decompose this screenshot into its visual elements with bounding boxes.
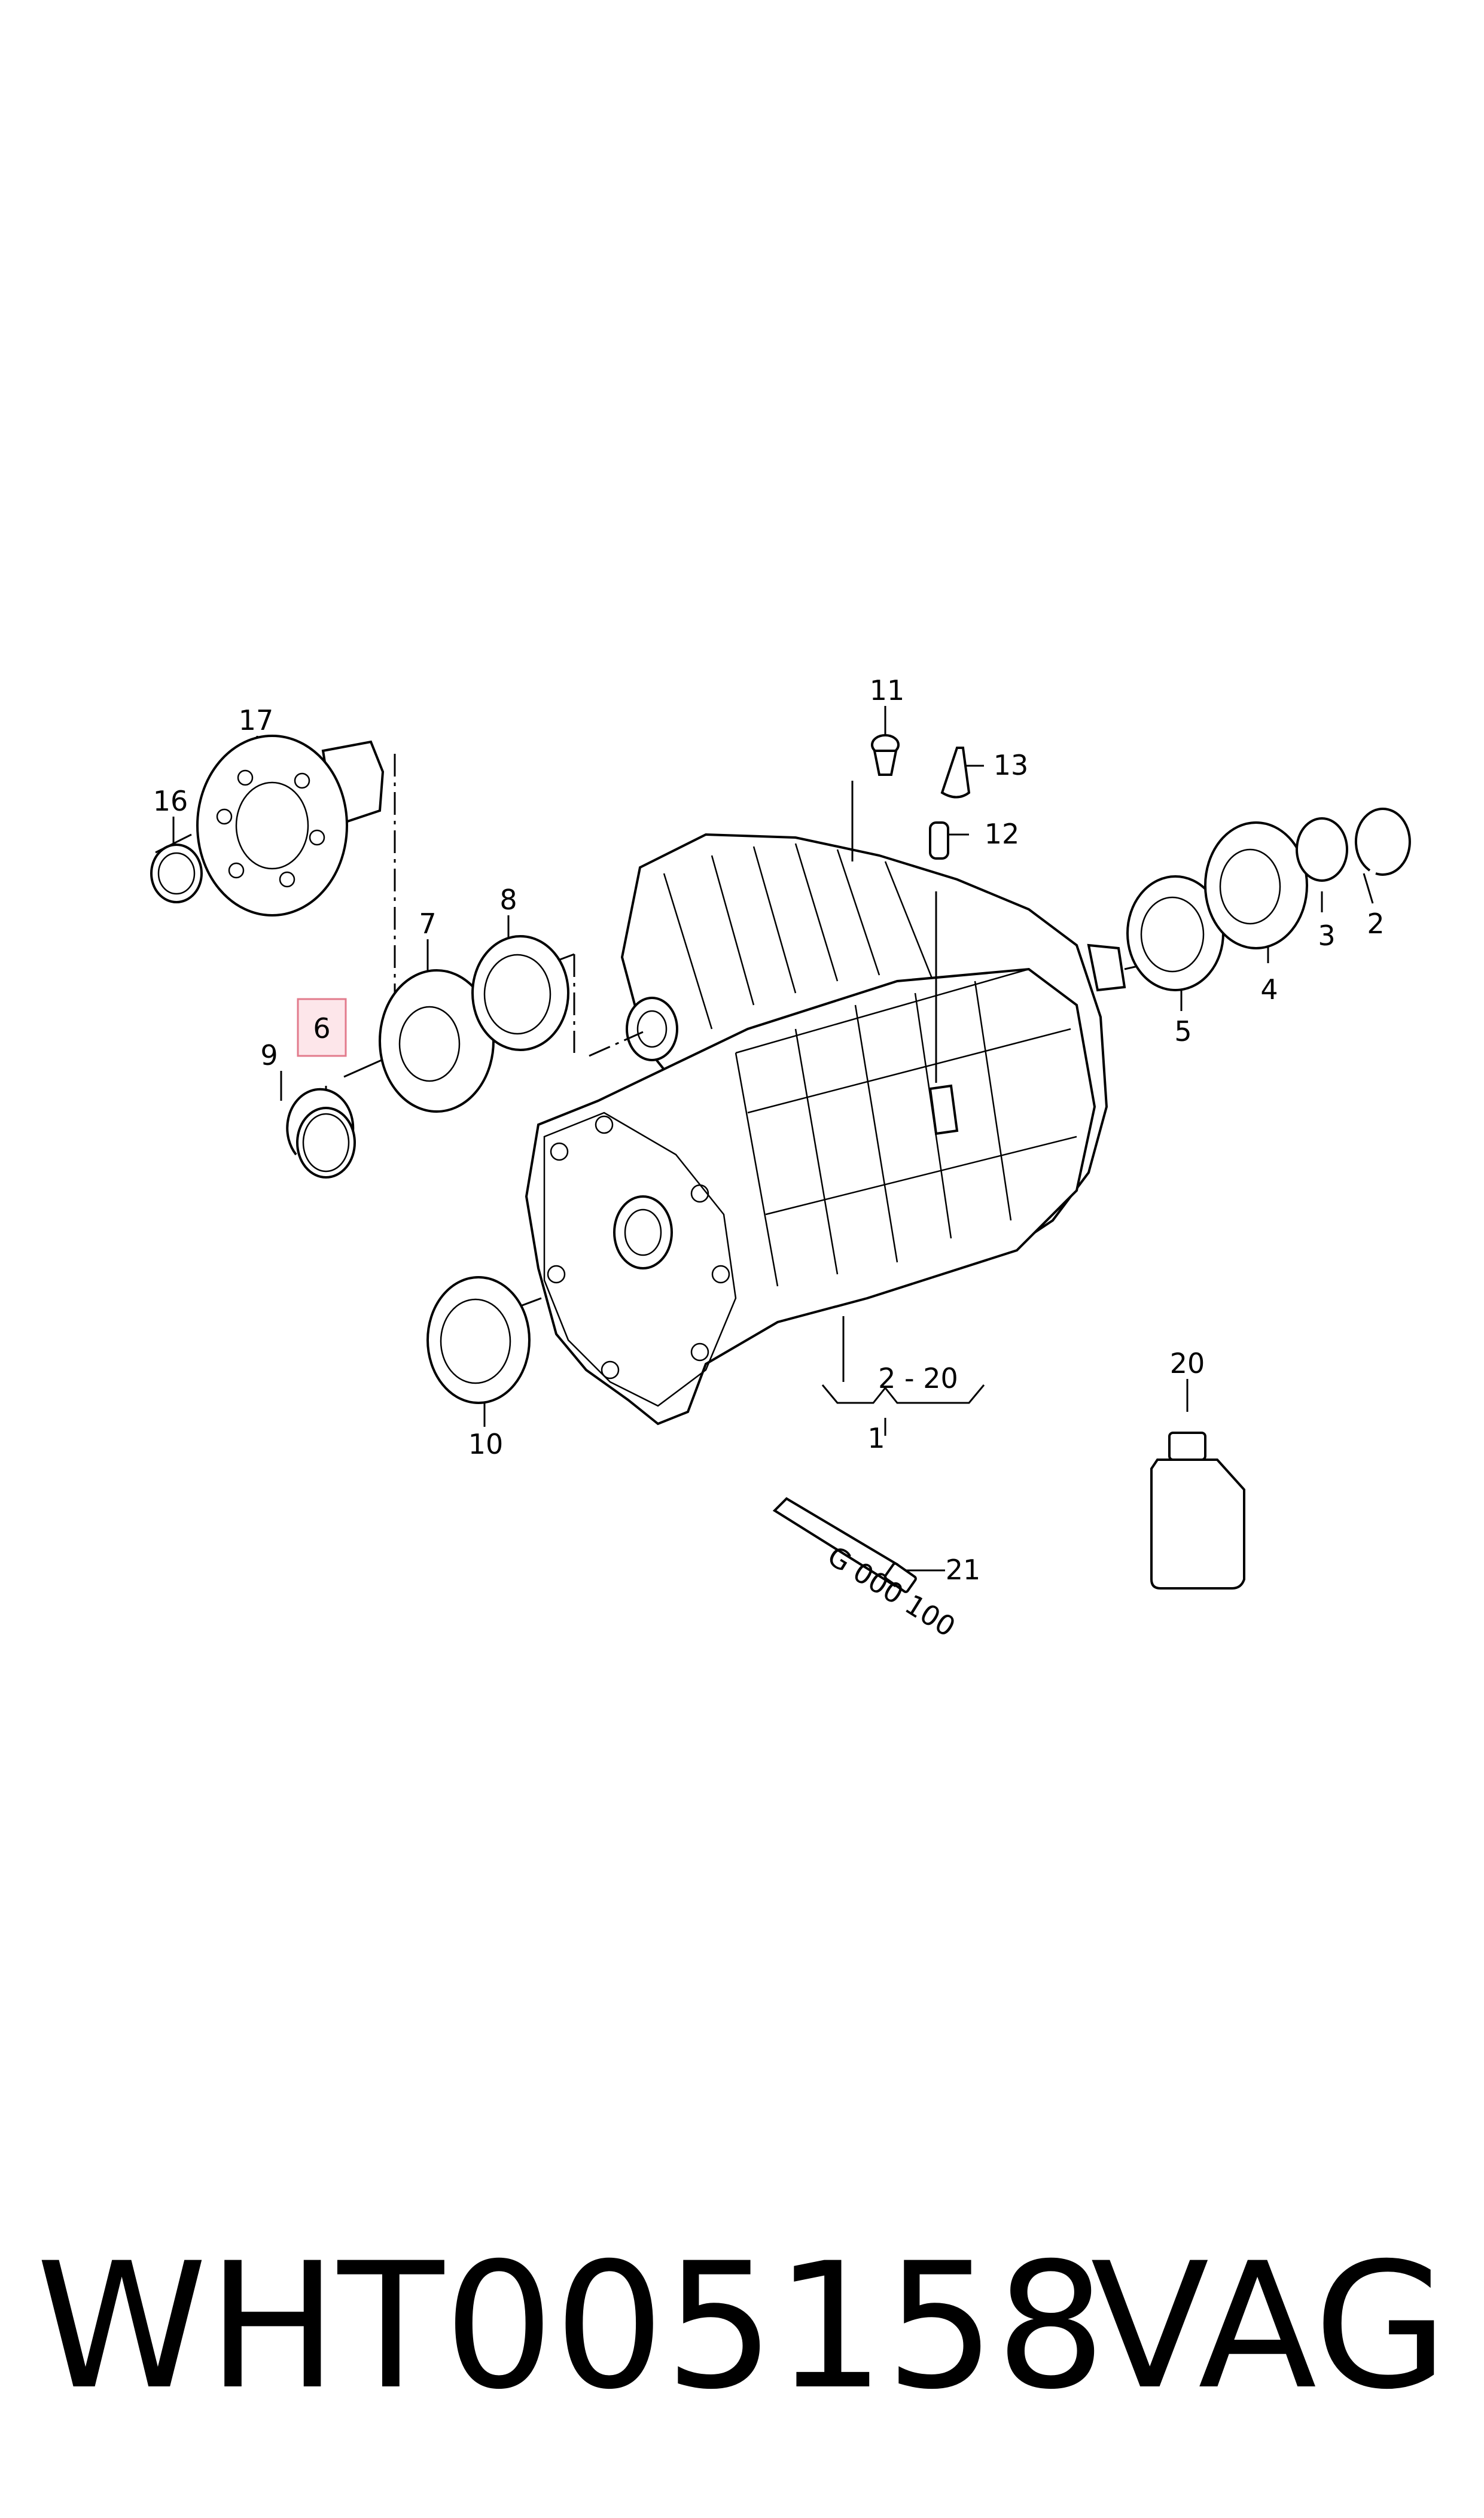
tube-print-text: G 000 100	[822, 1540, 961, 1643]
callout-labels: 1 2 2 - 20 3 4 5 6 7 8 9 10 11 12 13 16 …	[153, 674, 1385, 1586]
callout-label: 2	[1367, 908, 1384, 940]
callout-label: 21	[946, 1554, 981, 1586]
oil-bottle-part-20	[1150, 1432, 1245, 1590]
flange-part-17	[196, 735, 385, 917]
cap-part-13	[940, 747, 971, 799]
callout-label: 10	[468, 1428, 504, 1460]
callout-label: 7	[419, 908, 436, 940]
callout-label: 9	[260, 1039, 278, 1071]
callout-label: 4	[1260, 973, 1278, 1006]
seal-part-10	[426, 1276, 531, 1404]
callout-label: 16	[153, 785, 188, 817]
ring-part-3	[1296, 817, 1348, 882]
callout-label: 6	[313, 1012, 330, 1045]
callout-label: 5	[1174, 1015, 1192, 1048]
circlip-part-2	[1354, 808, 1411, 876]
o-ring-part-6	[296, 1107, 356, 1179]
callout-label: 11	[870, 674, 905, 707]
callout-label: 20	[1170, 1347, 1205, 1380]
callout-label: 2 - 20	[878, 1362, 958, 1395]
callout-label: 17	[239, 704, 274, 736]
part-number-text: WHT005158	[36, 2226, 1106, 2428]
highlighted-callout-box	[297, 998, 347, 1057]
transfer-case-housing	[525, 833, 1126, 1426]
callout-label: 8	[499, 884, 517, 916]
callout-label: 3	[1318, 919, 1335, 952]
callout-label: 13	[994, 749, 1029, 781]
bolt-part-11	[871, 734, 900, 776]
brand-text: VAG	[1090, 2226, 1448, 2428]
callout-label: 1	[867, 1422, 885, 1454]
circlip-part-16	[150, 844, 203, 903]
seal-part-8	[471, 935, 569, 1051]
callout-label: 12	[985, 818, 1020, 850]
seal-part-4	[1204, 821, 1308, 949]
tube-part-12	[929, 821, 949, 860]
